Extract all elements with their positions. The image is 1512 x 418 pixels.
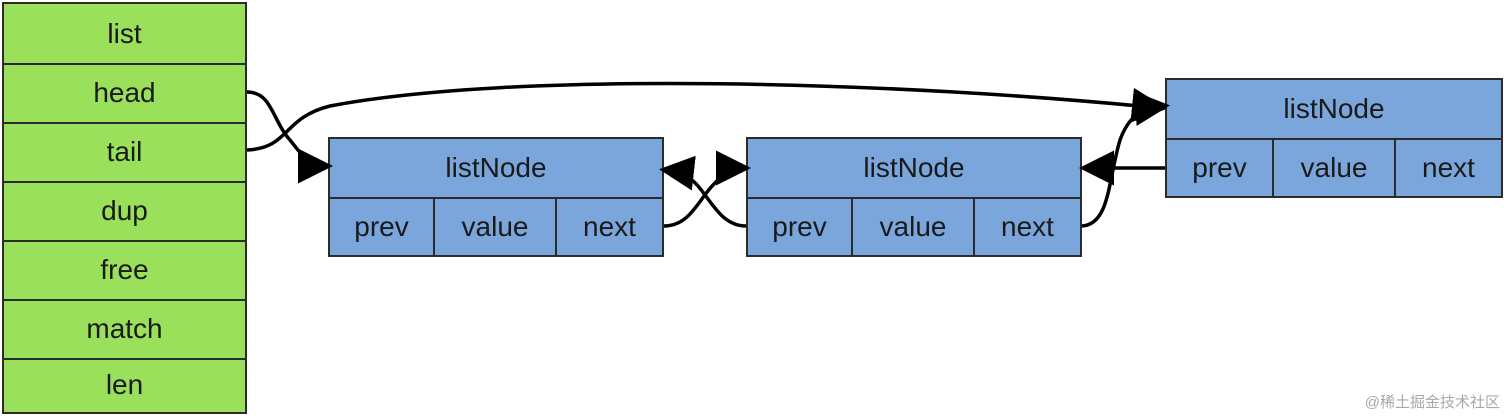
list-node-title: listNode bbox=[748, 139, 1080, 199]
list-node-3: listNode prev value next bbox=[1165, 78, 1503, 198]
list-field-len: len bbox=[105, 369, 144, 400]
node-next-field: next bbox=[1422, 152, 1475, 183]
node2-next-arrow bbox=[1081, 91, 1170, 228]
node-prev-field: prev bbox=[330, 199, 435, 255]
list-node-fields: prev value next bbox=[748, 199, 1080, 255]
list-field-list: list bbox=[4, 4, 245, 65]
node-value-field: value bbox=[435, 199, 557, 255]
node-prev-field: prev bbox=[1167, 140, 1274, 196]
list-field-head: head bbox=[4, 63, 245, 124]
list-node-title: listNode bbox=[330, 139, 662, 199]
watermark-text: @稀土掘金技术社区 bbox=[1364, 394, 1500, 411]
node-value-field: value bbox=[1274, 140, 1396, 196]
node-next-field: next bbox=[583, 211, 636, 242]
list-node-fields: prev value next bbox=[1167, 140, 1501, 196]
list-struct: list head tail dup free match len bbox=[2, 2, 247, 414]
list-node-1: listNode prev value next bbox=[328, 137, 664, 257]
list-node-title: listNode bbox=[1167, 80, 1501, 140]
head-pointer-arrow bbox=[246, 90, 333, 184]
node1-next-arrow bbox=[663, 150, 751, 228]
list-field-dup: dup bbox=[4, 181, 245, 242]
list-field-match: match bbox=[4, 299, 245, 360]
node-prev-field: prev bbox=[748, 199, 853, 255]
node2-prev-arrow bbox=[659, 155, 747, 228]
list-node-fields: prev value next bbox=[330, 199, 662, 255]
list-field-free: free bbox=[4, 240, 245, 301]
node-value-field: value bbox=[853, 199, 975, 255]
node-next-field: next bbox=[1001, 211, 1054, 242]
list-field-tail: tail bbox=[4, 122, 245, 183]
list-node-2: listNode prev value next bbox=[746, 137, 1082, 257]
